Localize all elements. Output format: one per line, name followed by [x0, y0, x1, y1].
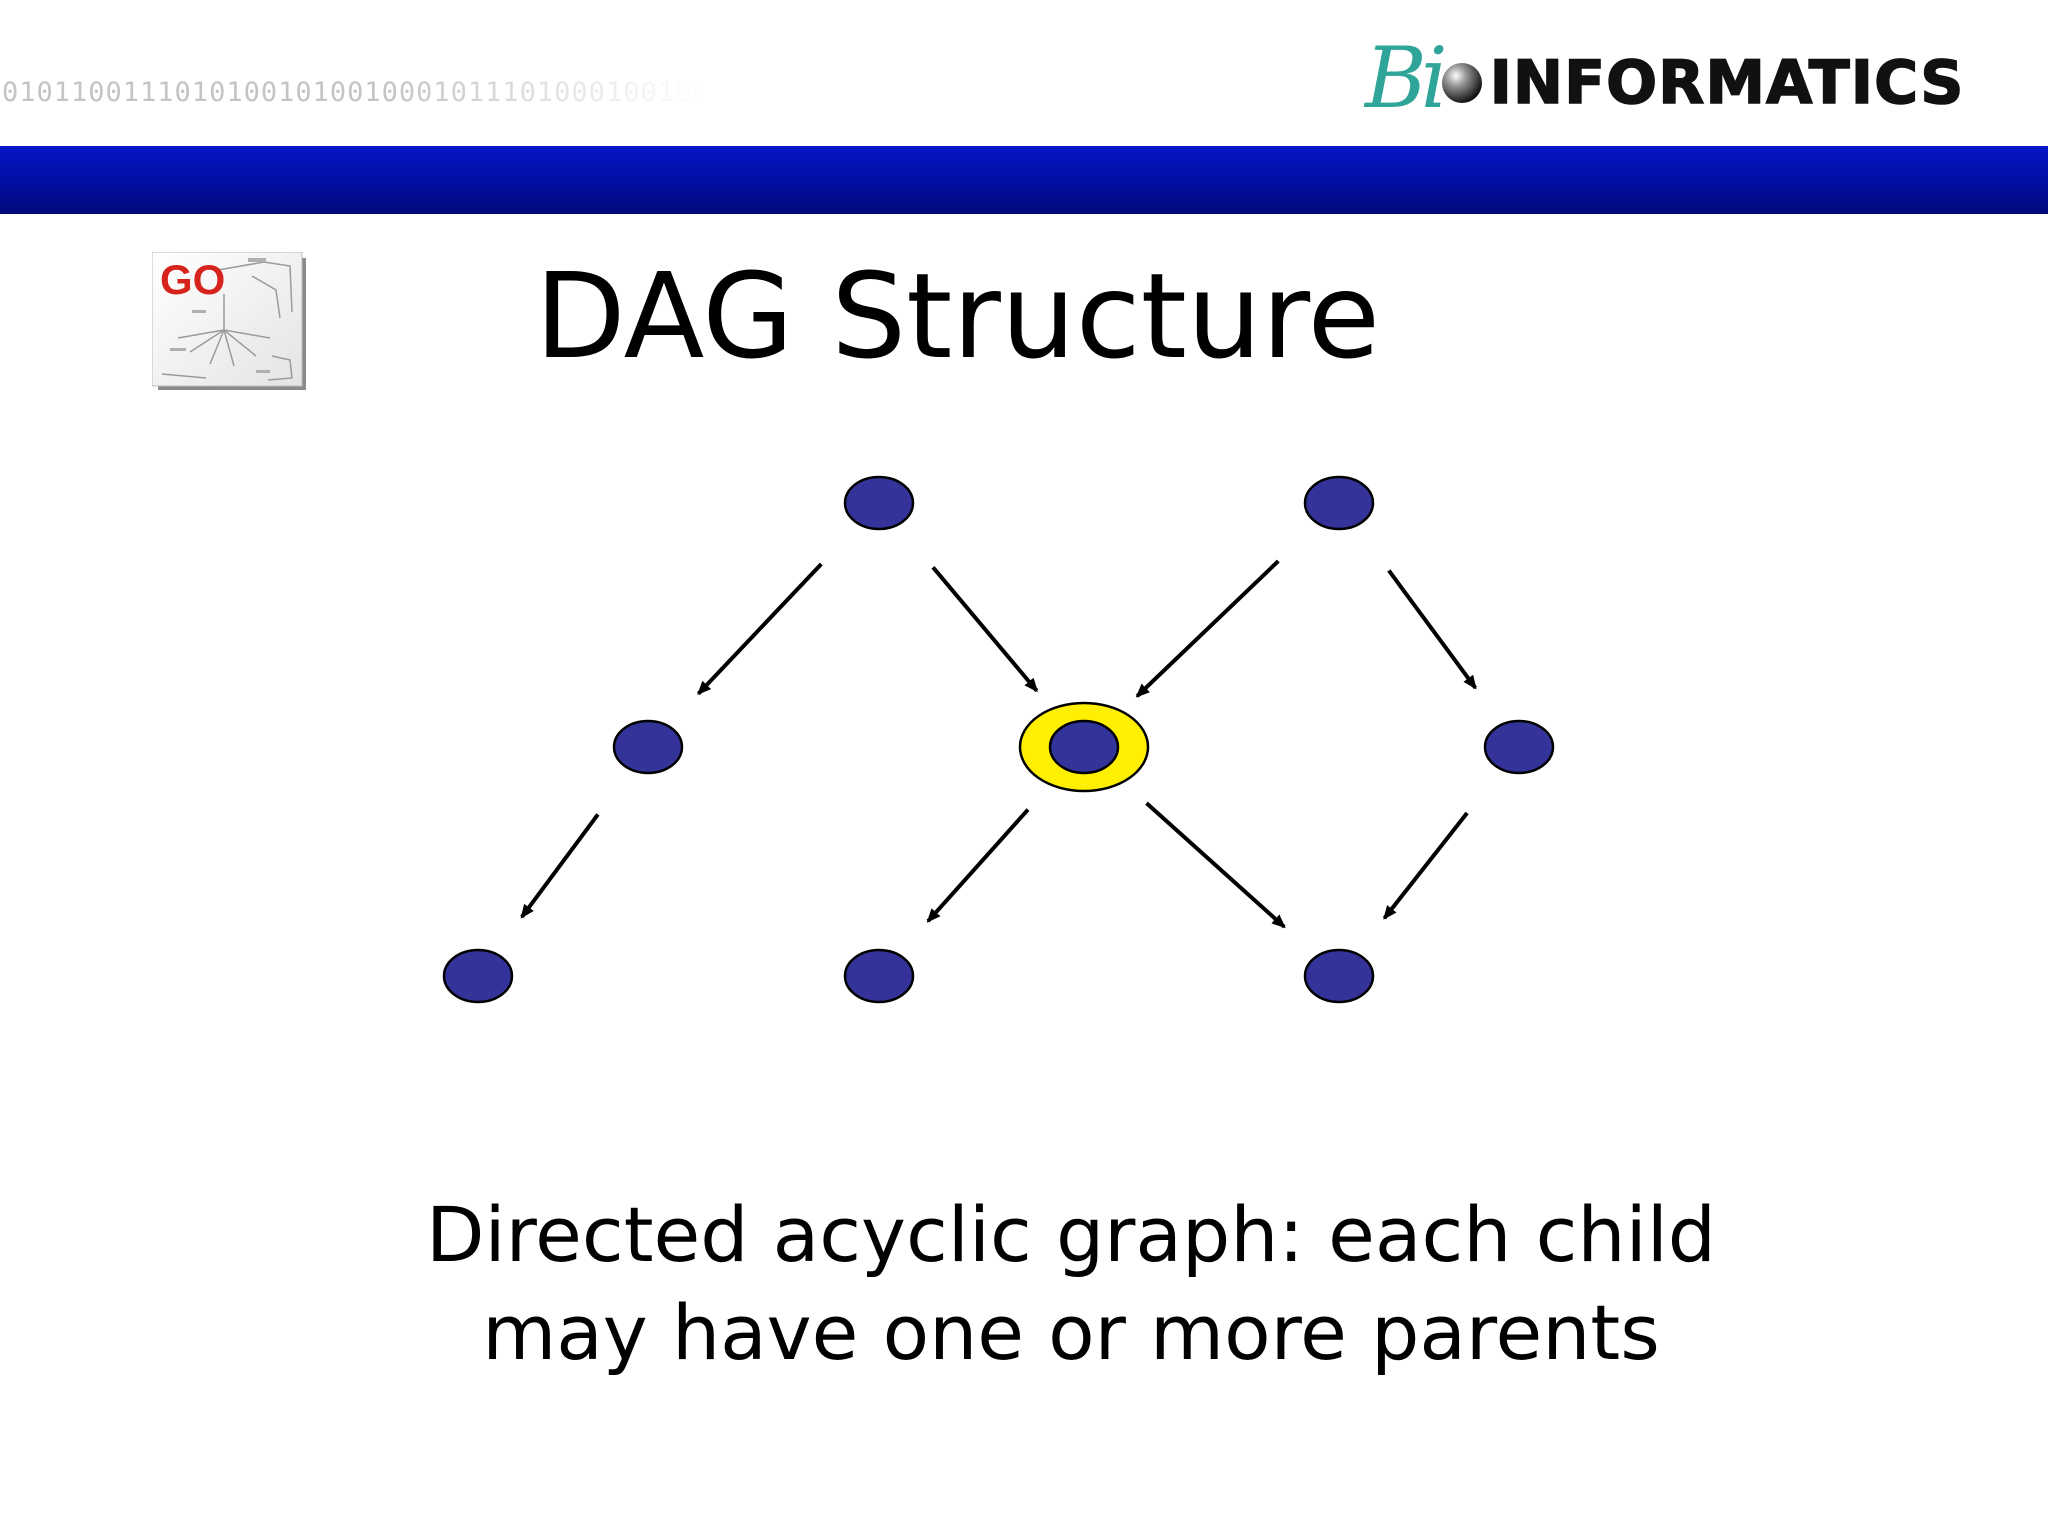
- node-mid-left: [612, 719, 684, 775]
- edge-top-left-to-mid-left: [697, 562, 823, 696]
- edge-mid-left-to-bottom-left: [520, 813, 600, 919]
- go-icon-label: GO: [160, 256, 225, 303]
- edge-mid-center-to-bottom-right: [1145, 801, 1286, 929]
- node-bottom-center: [843, 948, 915, 1004]
- edge-top-left-to-mid-center: [931, 566, 1039, 693]
- node-top-right: [1303, 475, 1375, 531]
- slide-title: DAG Structure: [534, 247, 1381, 385]
- binary-code-background: 0101100111010100101001000101110100010010…: [2, 8, 796, 148]
- go-ontology-icon: GO: [152, 252, 306, 390]
- node-ellipse: [612, 719, 684, 775]
- logo-sphere-icon: [1441, 63, 1482, 103]
- node-bottom-right: [1303, 948, 1375, 1004]
- node-bottom-left: [442, 948, 514, 1004]
- node-top-left: [843, 475, 915, 531]
- node-ellipse: [843, 948, 915, 1004]
- node-ellipse: [1048, 719, 1120, 775]
- bioinformatics-logo: Bi INFORMATICS: [1365, 28, 1964, 128]
- node-ellipse: [1303, 475, 1375, 531]
- edge-mid-center-to-bottom-center: [926, 808, 1030, 923]
- header-blue-band: [0, 146, 2048, 214]
- binary-line: 0101100111010100101001000101110100010010…: [2, 77, 796, 108]
- edge-top-right-to-mid-center: [1135, 559, 1280, 698]
- slide-caption: Directed acyclic graph: each child may h…: [0, 1186, 2048, 1382]
- caption-line: Directed acyclic graph: each child: [425, 1190, 1717, 1279]
- edge-top-right-to-mid-right: [1387, 569, 1478, 690]
- node-ellipse: [1303, 948, 1375, 1004]
- node-ellipse: [442, 948, 514, 1004]
- node-ellipse: [1483, 719, 1555, 775]
- logo-informatics-text: INFORMATICS: [1489, 48, 1965, 118]
- node-mid-center: [1018, 701, 1150, 793]
- caption-line: may have one or more parents: [482, 1288, 1660, 1377]
- node-mid-right: [1483, 719, 1555, 775]
- slide-header: 0101100111010100101001000101110100010010…: [0, 0, 2048, 148]
- node-ellipse: [843, 475, 915, 531]
- logo-bi-text: Bi: [1365, 29, 1448, 127]
- edge-mid-right-to-bottom-right: [1382, 811, 1469, 920]
